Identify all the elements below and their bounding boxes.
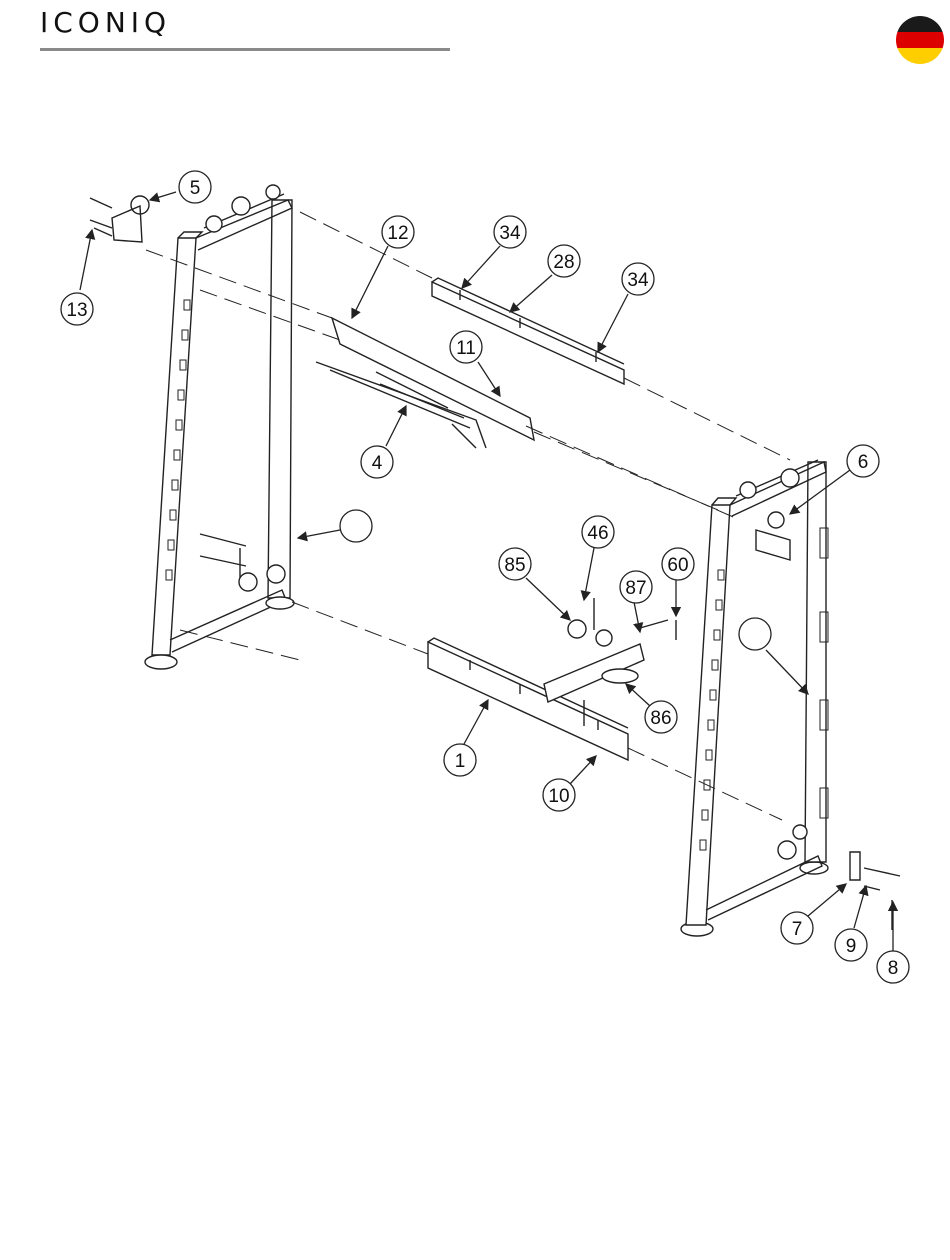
callout-34-right-label: 34 bbox=[627, 270, 649, 291]
callout-5[interactable]: 5 bbox=[150, 171, 211, 203]
callout-left-frame[interactable] bbox=[298, 510, 372, 542]
bottom-crossbar bbox=[428, 642, 628, 760]
left-rear-upright bbox=[268, 200, 292, 598]
callout-86-label: 86 bbox=[650, 708, 671, 729]
callout-1-label: 1 bbox=[455, 751, 466, 772]
callout-85[interactable]: 85 bbox=[499, 548, 570, 620]
flag-stripe-gold bbox=[896, 48, 944, 64]
callout-85-label: 85 bbox=[504, 555, 525, 576]
callout-7-label: 7 bbox=[792, 919, 803, 940]
callout-1[interactable]: 1 bbox=[444, 700, 488, 776]
callout-10[interactable]: 10 bbox=[543, 756, 596, 811]
callout-9-label: 9 bbox=[846, 936, 857, 957]
frame-drawing bbox=[90, 185, 900, 936]
germany-flag-icon[interactable] bbox=[896, 16, 944, 64]
callout-13[interactable]: 13 bbox=[61, 230, 93, 325]
callout-5-label: 5 bbox=[190, 178, 201, 199]
callout-6-label: 6 bbox=[858, 452, 869, 473]
brand-logo: ICONIQ bbox=[40, 6, 171, 39]
right-rear-upright bbox=[805, 462, 826, 862]
callout-12[interactable]: 12 bbox=[352, 216, 414, 318]
callout-87[interactable]: 87 bbox=[620, 571, 652, 632]
callout-46[interactable]: 46 bbox=[582, 516, 614, 600]
callout-12-label: 12 bbox=[387, 223, 408, 244]
callout-8[interactable]: 8 bbox=[877, 902, 909, 983]
callout-7[interactable]: 7 bbox=[781, 884, 846, 944]
callout-8-label: 8 bbox=[888, 958, 899, 979]
assembly-diagram: 5 13 12 34 28 34 11 bbox=[0, 80, 950, 1060]
callout-86[interactable]: 86 bbox=[626, 684, 677, 733]
callout-87-label: 87 bbox=[625, 578, 646, 599]
callout-6[interactable]: 6 bbox=[790, 445, 879, 514]
callout-13-label: 13 bbox=[66, 300, 87, 321]
callout-right-frame[interactable] bbox=[739, 618, 808, 694]
callout-28[interactable]: 28 bbox=[510, 245, 580, 312]
callout-34-top-label: 34 bbox=[499, 223, 521, 244]
callout-34-right[interactable]: 34 bbox=[598, 263, 654, 352]
callout-4-label: 4 bbox=[372, 453, 383, 474]
callout-60-label: 60 bbox=[667, 555, 688, 576]
flag-stripe-red bbox=[896, 32, 944, 48]
callout-11-label: 11 bbox=[456, 338, 476, 359]
callout-46-label: 46 bbox=[587, 523, 608, 544]
callout-34-top[interactable]: 34 bbox=[462, 216, 526, 288]
callout-4[interactable]: 4 bbox=[361, 406, 406, 478]
header-rule bbox=[40, 48, 450, 51]
page-header: ICONIQ bbox=[0, 0, 950, 70]
flag-stripe-black bbox=[896, 16, 944, 32]
callout-10-label: 10 bbox=[548, 786, 569, 807]
callout-60[interactable]: 60 bbox=[662, 548, 694, 616]
callout-9[interactable]: 9 bbox=[835, 886, 867, 961]
left-front-upright bbox=[152, 238, 196, 655]
callout-28-label: 28 bbox=[553, 252, 574, 273]
